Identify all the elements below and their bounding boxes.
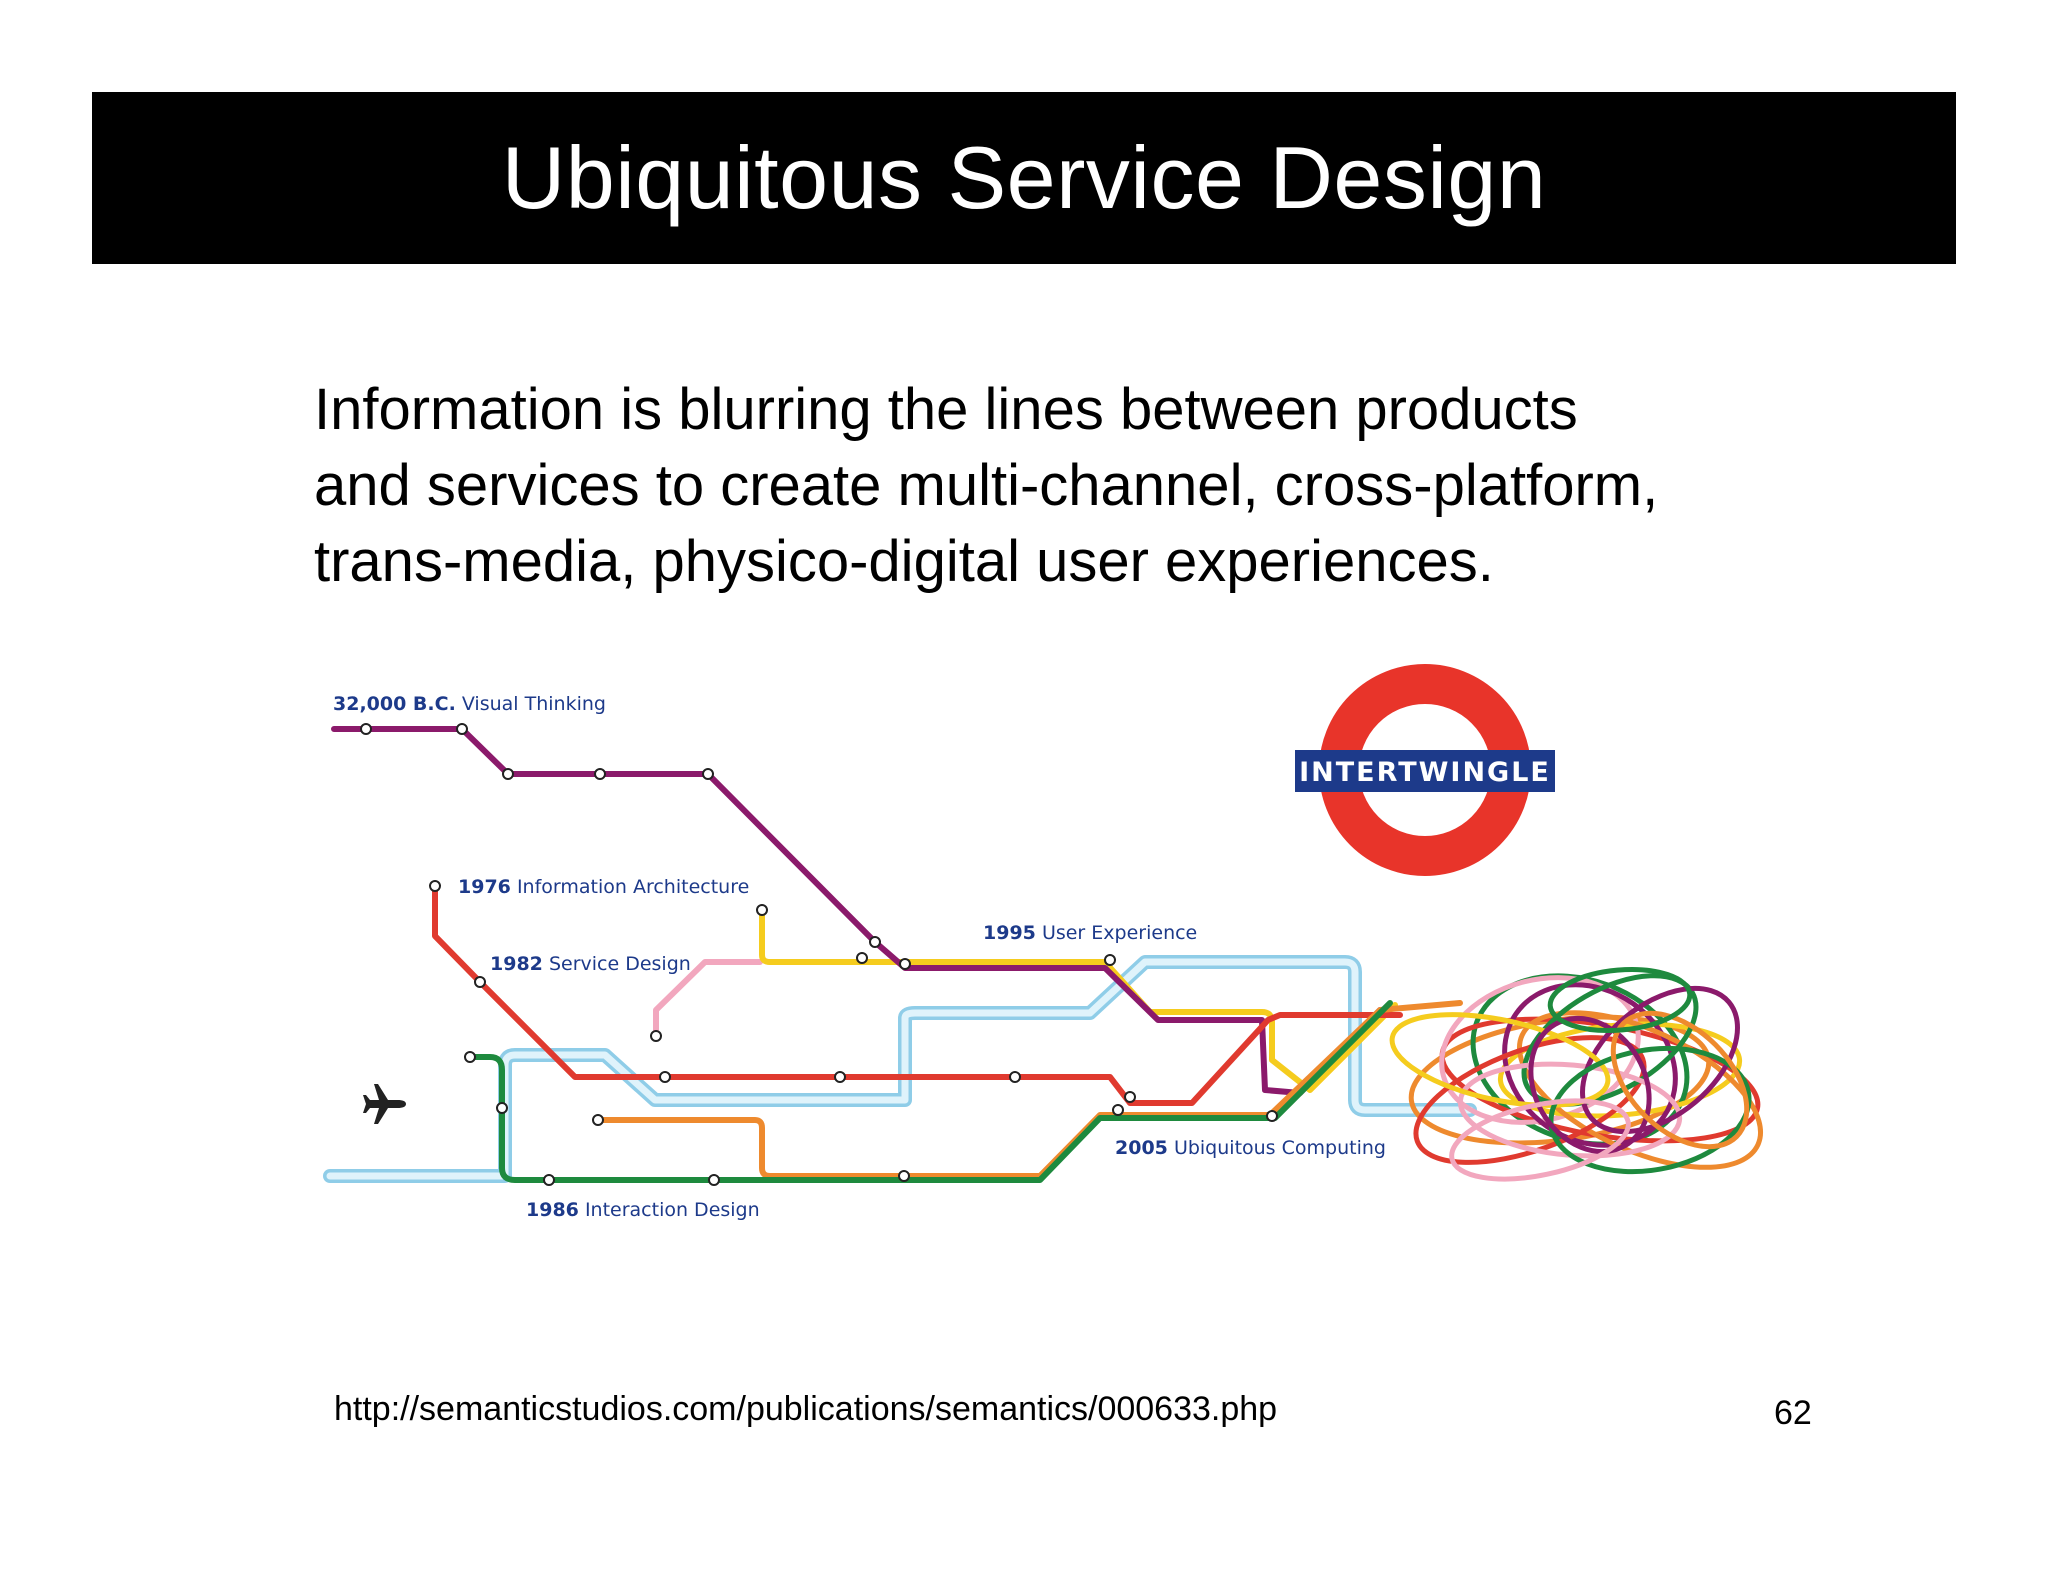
line-light-blue [323,955,1477,1183]
body-line-3: trans-media, physico-digital user experi… [314,529,1494,594]
label-ubiquitous-computing: 2005 Ubiquitous Computing [1115,1137,1386,1159]
line-visual-thinking [331,726,1383,1096]
body-paragraph: Information is blurring the lines betwee… [314,372,1874,600]
body-line-1: Information is blurring the lines betwee… [314,377,1578,442]
slide-title: Ubiquitous Service Design [501,128,1547,227]
label-visual-thinking: 32,000 B.C. Visual Thinking [333,693,606,715]
title-bar: Ubiquitous Service Design [92,92,1956,264]
line-user-experience [759,907,1398,1093]
body-line-2: and services to create multi-channel, cr… [314,453,1659,518]
label-information-architecture: 1976 Information Architecture [458,876,749,898]
intertwingle-tangle [1389,966,1764,1182]
intertwingle-logo: INTERTWINGLE [1295,664,1555,876]
page-number: 62 [1774,1394,1812,1432]
airplane-icon [363,1084,406,1124]
line-interaction-design [467,1000,1393,1183]
source-url: http://semanticstudios.com/publications/… [334,1390,1278,1428]
line-service-design [653,959,763,1039]
label-service-design: 1982 Service Design [490,953,691,975]
label-interaction-design: 1986 Interaction Design [526,1199,760,1221]
line-information-architecture [432,883,1403,1106]
logo-text: INTERTWINGLE [1299,757,1551,788]
label-user-experience: 1995 User Experience [983,922,1197,944]
stations [360,723,1278,1186]
